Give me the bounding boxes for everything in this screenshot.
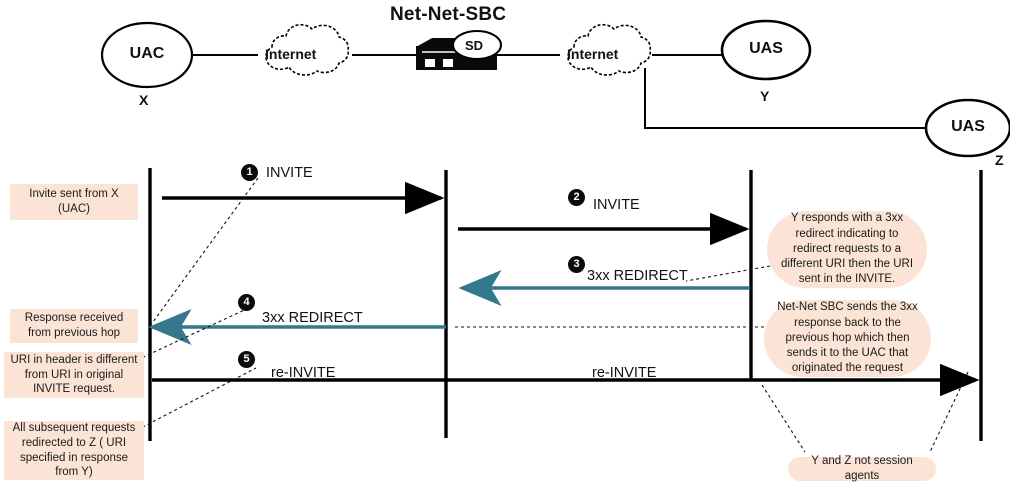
topology-links <box>192 54 925 129</box>
node-label-uas-y: UAS <box>749 40 783 57</box>
callout-leaders <box>136 177 969 453</box>
message-label-5: re-INVITE <box>271 365 336 381</box>
node-label-uac-x: UAC <box>129 45 165 62</box>
node-label-internet-right: Internet <box>567 46 619 62</box>
message-badge-2: 2 <box>568 189 585 206</box>
message-badge-3: 3 <box>568 256 585 273</box>
node-uac-x-shape <box>100 21 194 89</box>
note-uri-different: URI in header is different from URI in o… <box>4 352 144 398</box>
message-badge-4: 4 <box>238 294 255 311</box>
message-label-3: 3xx REDIRECT <box>587 268 688 284</box>
message-badge-1: 1 <box>241 164 258 181</box>
note-invite-sent: Invite sent from X (UAC) <box>10 184 138 220</box>
note-response-received: Response received from previous hop <box>10 309 138 343</box>
node-sbc-device-shape <box>416 30 502 70</box>
message-badge-5: 5 <box>238 351 255 368</box>
node-uas-y-shape <box>720 19 812 81</box>
page-title: Net-Net-SBC <box>390 4 507 25</box>
node-uas-z-shape <box>924 98 1010 158</box>
lifelines <box>148 168 983 441</box>
node-label-sd: SD <box>465 38 484 53</box>
message-label-2: INVITE <box>593 197 640 213</box>
node-label-uas-z: UAS <box>951 118 985 135</box>
node-internet-left-shape <box>265 23 350 76</box>
node-sublabel-z: Z <box>995 152 1004 168</box>
note-subsequent-requests: All subsequent requests redirected to Z … <box>4 421 144 480</box>
node-label-internet-left: Internet <box>265 46 317 62</box>
message-label-4: 3xx REDIRECT <box>262 310 363 326</box>
node-sublabel-y: Y <box>760 88 770 104</box>
message-arrows <box>148 181 980 397</box>
node-sublabel-x: X <box>139 92 149 108</box>
bubble-not-session-agents: Y and Z not session agents <box>788 455 936 482</box>
message-label-1: INVITE <box>266 165 313 181</box>
node-internet-right-shape <box>567 23 652 76</box>
message-label-5-right: re-INVITE <box>592 365 657 381</box>
bubble-sbc-sends: Net-Net SBC sends the 3xx response back … <box>764 300 931 377</box>
bubble-y-responds: Y responds with a 3xx redirect indicatin… <box>767 211 927 288</box>
